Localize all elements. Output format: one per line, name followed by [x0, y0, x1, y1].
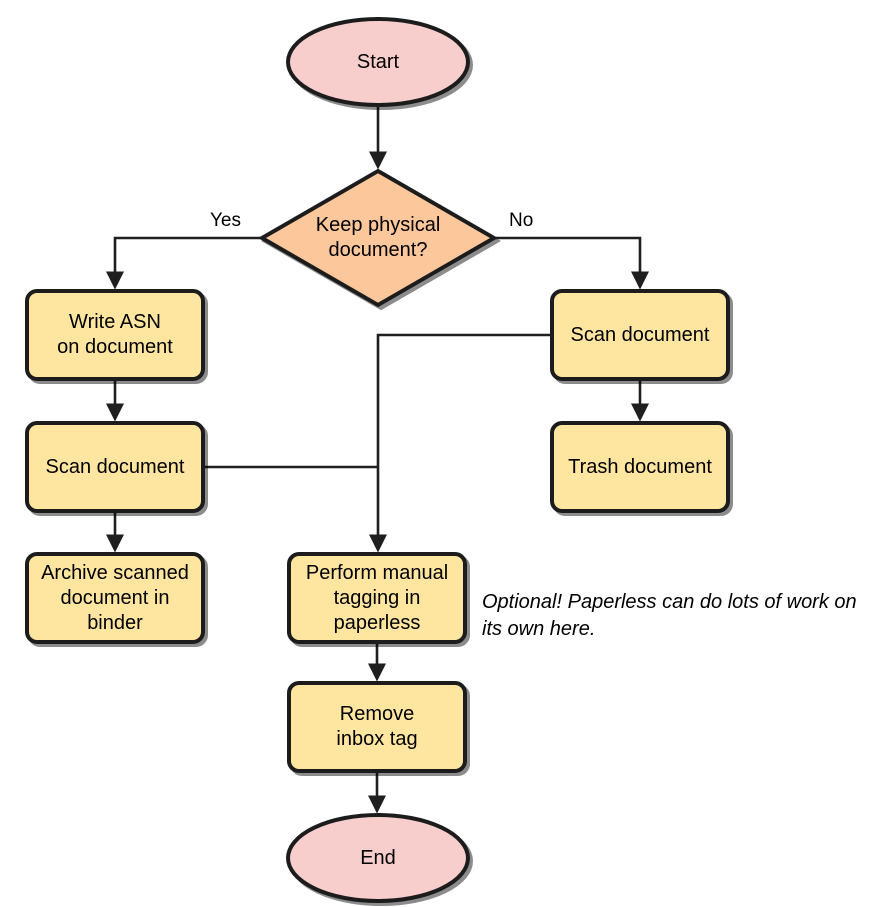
node-manual-tagging[interactable]	[287, 552, 467, 644]
node-remove-inbox[interactable]	[287, 681, 467, 773]
edge-decision-to-write-asn	[105, 236, 262, 290]
node-end[interactable]	[286, 813, 470, 903]
node-archive[interactable]	[25, 552, 205, 644]
node-scan-left[interactable]	[25, 421, 205, 513]
edge-decision-to-scan-right	[494, 236, 650, 290]
node-decision[interactable]	[258, 168, 498, 308]
node-write-asn[interactable]	[25, 289, 205, 381]
edge-label-yes: Yes	[210, 210, 241, 231]
node-start[interactable]	[286, 17, 470, 107]
optional-note: Optional! Paperless can do lots of work …	[482, 591, 857, 640]
node-scan-right[interactable]	[550, 289, 730, 381]
edge-scan-right-to-manual-tagging	[368, 333, 552, 553]
edge-label-no: No	[509, 210, 534, 231]
node-trash[interactable]	[550, 421, 730, 513]
